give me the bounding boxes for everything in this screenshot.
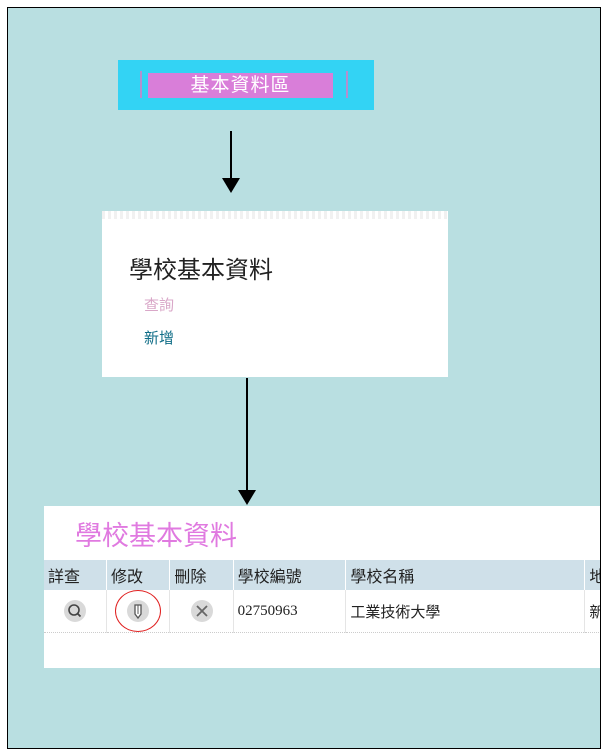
menu-item-add[interactable]: 新增 [144,329,175,347]
button-right-bar [346,71,348,98]
address-cell: 新 [584,590,600,633]
col-delete: 刪除 [169,560,234,590]
edit-cell [106,590,171,633]
col-view: 詳查 [44,560,108,590]
col-school-id: 學校編號 [233,560,347,590]
school-table: 詳查 修改 刪除 學校編號 學校名稱 地 [44,560,600,633]
menu-title: 學校基本資料 [129,256,273,284]
x-icon[interactable] [190,600,213,622]
col-address: 地 [584,560,600,590]
view-cell [44,590,108,633]
basic-data-area-button[interactable]: 基本資料區 [148,73,333,98]
button-left-bar [140,71,142,98]
basic-data-area-button-wrap: 基本資料區 [118,60,374,110]
highlight-ring [115,590,162,632]
school-table-panel: 學校基本資料 詳查 修改 刪除 學校編號 學校名稱 地 [44,506,600,668]
delete-cell [169,590,234,633]
pencil-icon[interactable] [115,590,162,632]
col-school-name: 學校名稱 [345,560,586,590]
col-edit: 修改 [106,560,171,590]
arrow-1-head [222,178,240,193]
diagram-frame: 基本資料區 學校基本資料 查詢 新增 學校基本資料 詳查 修改 刪除 學校編號 … [7,7,601,749]
menu-box: 學校基本資料 查詢 新增 [102,211,448,377]
arrow-2-head [238,490,256,505]
table-row: 02750963 工業技術大學 新 [44,590,600,633]
magnify-icon[interactable] [64,600,87,622]
table-header-row: 詳查 修改 刪除 學校編號 學校名稱 地 [44,560,600,590]
menu-item-query[interactable]: 查詢 [144,296,175,314]
arrow-1-line [230,131,232,181]
arrow-2-line [246,378,248,496]
school-name-cell: 工業技術大學 [345,590,586,633]
panel-title: 學校基本資料 [75,521,237,552]
school-id-cell: 02750963 [233,590,347,633]
menu-top-dots [102,211,448,219]
